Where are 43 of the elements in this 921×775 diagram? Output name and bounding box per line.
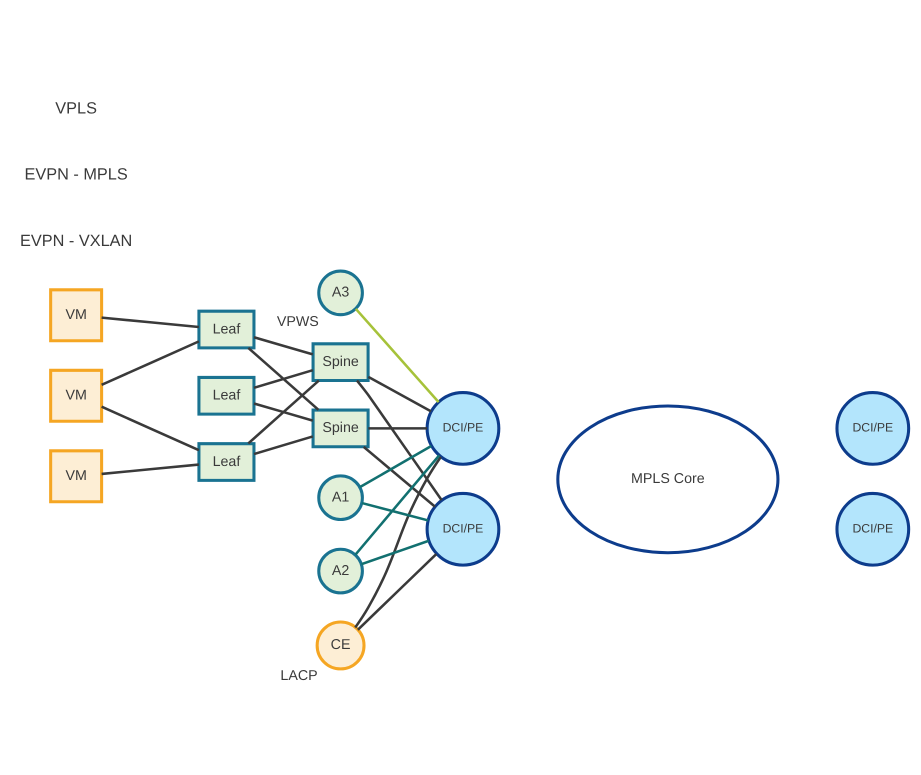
node-box: VM — [49, 288, 104, 342]
node-circle: A1 — [317, 474, 364, 522]
node-box: Leaf — [197, 442, 256, 482]
node-box: Spine — [312, 342, 370, 382]
node-circle: CE — [316, 620, 366, 670]
connector — [368, 427, 428, 430]
connector — [362, 446, 436, 508]
connector — [359, 444, 432, 488]
connector — [102, 316, 200, 328]
connector — [254, 402, 314, 422]
node-circle: A3 — [317, 270, 364, 316]
connector — [354, 308, 440, 403]
connector — [356, 553, 438, 631]
connector — [247, 380, 320, 444]
node-label: LACP — [280, 668, 318, 684]
node-circle: DCI/PE — [426, 391, 500, 466]
connector — [361, 540, 430, 566]
connector — [254, 435, 314, 456]
connector — [362, 502, 429, 522]
connector — [101, 406, 200, 452]
connector — [101, 340, 200, 386]
node-label: VPWS — [276, 314, 319, 330]
node-box: VM — [49, 368, 104, 423]
connector — [368, 376, 432, 412]
connector — [254, 368, 314, 390]
label: EVPN - VXLAN — [20, 232, 132, 250]
connector — [102, 463, 200, 476]
node-box: Spine — [312, 408, 370, 448]
node-box: Leaf — [197, 310, 256, 350]
node-circle: DCI/PE — [835, 492, 910, 567]
connector — [356, 380, 443, 501]
label: EVPN - MPLS — [24, 166, 128, 184]
connector — [354, 454, 440, 556]
connector — [247, 346, 320, 411]
label: VPLS — [55, 99, 97, 118]
node-circle: A2 — [317, 548, 364, 594]
node-box: VM — [49, 449, 104, 504]
node-circle: DCI/PE — [835, 391, 910, 466]
connector — [254, 336, 314, 356]
node-circle: DCI/PE — [426, 492, 500, 567]
node-box: Leaf — [197, 376, 256, 416]
node-ellipse: MPLS Core — [556, 404, 780, 554]
connector — [354, 456, 442, 628]
